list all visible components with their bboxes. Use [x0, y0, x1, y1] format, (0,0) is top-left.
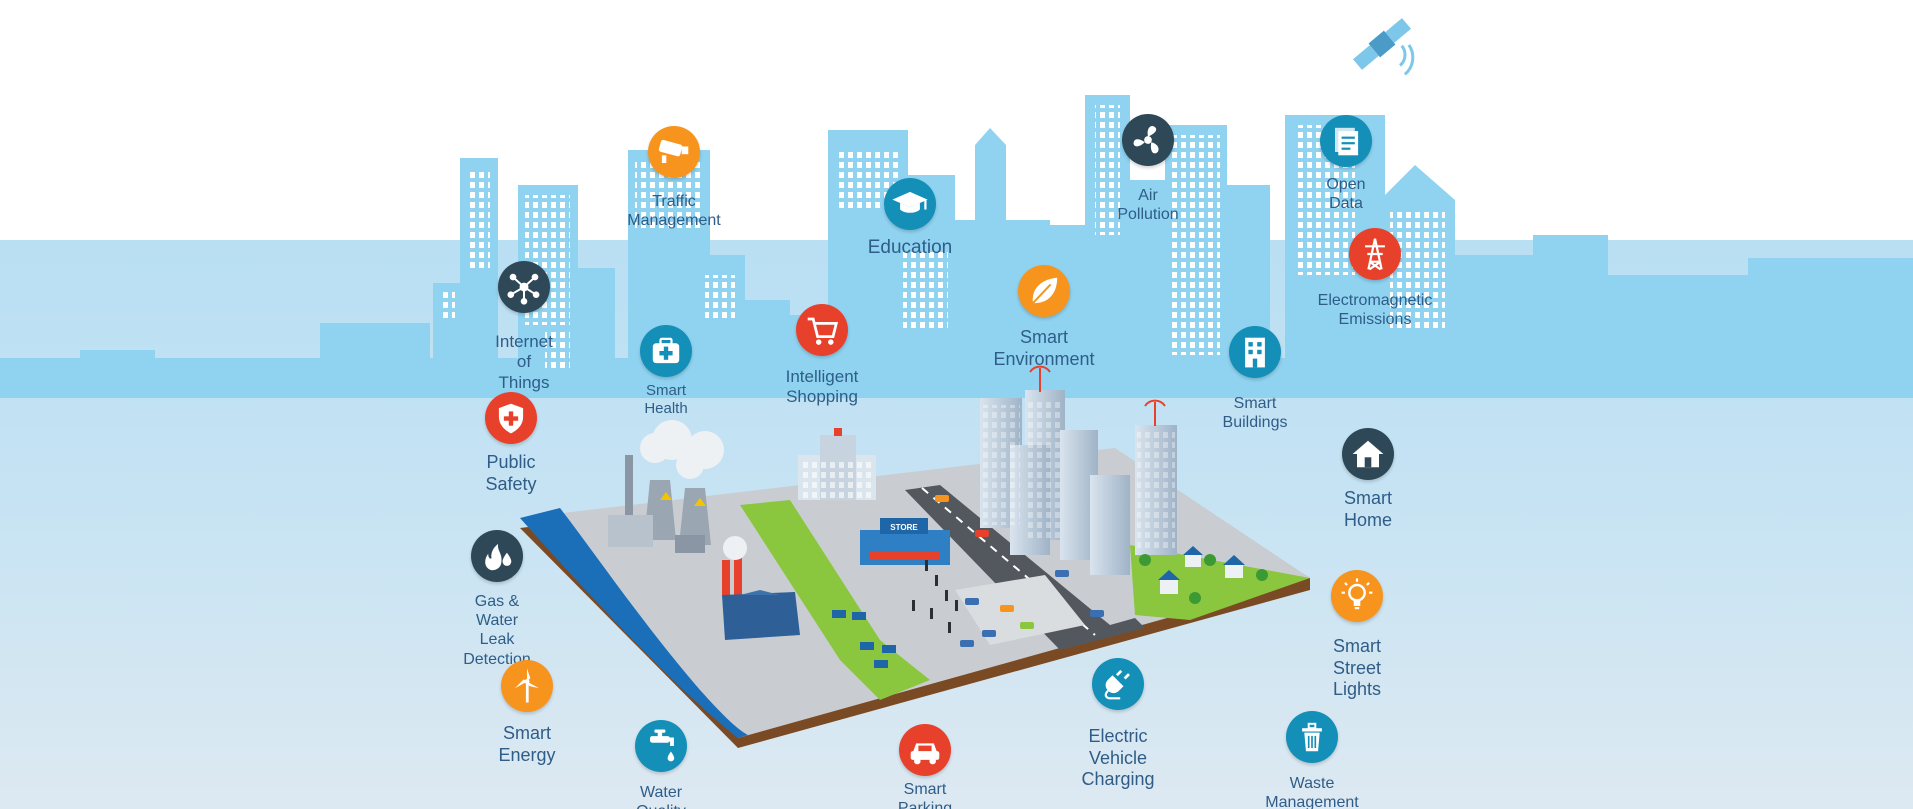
flame-drops-icon: [471, 530, 523, 582]
car-icon: [899, 724, 951, 776]
medical-kit-icon: [640, 325, 692, 377]
store-building: STORE: [860, 518, 950, 565]
shield-icon: [485, 392, 537, 444]
feature-label: Electric Vehicle Charging: [1081, 726, 1155, 790]
feature-label: Smart Environment: [993, 327, 1095, 369]
house-icon: [1342, 428, 1394, 480]
feature-label: Waste Management: [1265, 775, 1359, 809]
network-nodes-icon: [498, 261, 550, 313]
feature-label: Smart Buildings: [1222, 395, 1288, 432]
leaf-icon: [1018, 265, 1070, 317]
skyscrapers: [980, 365, 1177, 575]
satellite-icon: [1352, 18, 1415, 76]
feature-label: Electromagnetic Emissions: [1317, 292, 1433, 329]
feature-label: Smart Street Lights: [1332, 636, 1382, 700]
feature-label: Water Quality: [636, 784, 686, 809]
feature-label: Public Safety: [485, 452, 537, 494]
hospital-building: [798, 428, 876, 500]
solar-panels: [832, 610, 896, 668]
fan-icon: [1122, 114, 1174, 166]
plug-icon: [1092, 658, 1144, 710]
cctv-camera-icon: [648, 126, 700, 178]
trash-can-icon: [1286, 711, 1338, 763]
shopping-cart-icon: [796, 304, 848, 356]
feature-label: Gas & Water Leak Detection: [463, 593, 531, 668]
houses-trees: [1139, 546, 1268, 604]
wind-turbine-icon: [501, 660, 553, 712]
feature-label: Intelligent Shopping: [785, 367, 859, 407]
graduation-cap-icon: [884, 178, 936, 230]
feature-label: Traffic Management: [627, 193, 721, 230]
feature-label: Education: [867, 237, 953, 258]
feature-label: Air Pollution: [1117, 187, 1179, 224]
store-sign: STORE: [890, 523, 918, 532]
feature-label: Internet of Things: [495, 332, 553, 392]
power-tower-icon: [1349, 228, 1401, 280]
water-tap-icon: [635, 720, 687, 772]
building-icon: [1229, 326, 1281, 378]
people: [912, 560, 958, 633]
document-stack-icon: [1320, 115, 1372, 167]
feature-label: Smart Health: [644, 382, 688, 417]
cars: [935, 495, 1104, 647]
light-bulb-icon: [1331, 570, 1383, 622]
factory-zone: [608, 420, 800, 640]
feature-label: Smart Home: [1343, 488, 1393, 530]
feature-label: Open Data: [1326, 176, 1366, 213]
feature-label: Smart Parking: [897, 781, 953, 809]
feature-label: Smart Energy: [498, 723, 556, 765]
